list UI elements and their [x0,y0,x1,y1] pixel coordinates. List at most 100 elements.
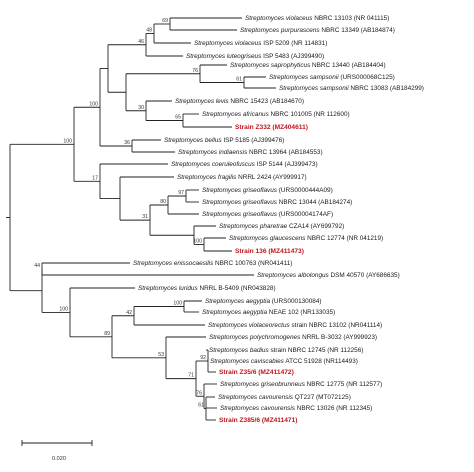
bootstrap-value: 92 [200,355,206,361]
taxon-label: Streptomyces caviscabies ATCC 51928 (NR1… [210,358,358,365]
taxon-strain-accession: NRRL B-3032 (AY999923) [300,334,377,341]
taxon-strain-accession: (URS000130084) [270,298,322,305]
bootstrap-value: 31 [142,214,148,220]
taxon-strain-accession: NBRC 13026 (NR 112345) [295,405,372,412]
taxon-species-name: Streptomyces sampsonii [279,85,349,92]
bootstrap-value: 76 [192,68,198,74]
bootstrap-value: 69 [162,18,168,24]
taxon-species-name: Streptomyces luteogriseus [186,53,262,60]
bootstrap-value: 100 [173,301,182,307]
taxon-species-name: Streptomyces aegyptia [205,298,270,305]
taxon-species-name: Streptomyces luridus [138,285,198,292]
bootstrap-value: 46 [138,39,144,45]
isolate-strain-label: Strain Z385/6 (MZ411471) [219,417,297,424]
taxon-species-name: Streptomyces albolongus [257,272,330,279]
taxon-species-name: Streptomyces africanus [202,111,270,118]
taxon-strain-accession: (URS00004174AF) [277,211,333,218]
taxon-strain-accession: ISP 5185 (AJ399476) [222,137,285,144]
taxon-species-name: Streptomyces sampsonii [269,74,339,81]
taxon-label: Streptomyces griseobrunneus NBRC 12775 (… [220,381,382,388]
taxon-label: Streptomyces griseoflavus NBRC 13044 (AB… [202,199,352,206]
bootstrap-value: 71 [188,373,194,379]
taxon-label: Streptomyces polychromogenes NRRL B-3032… [209,334,377,341]
taxon-strain-accession: NBRC 13044 (AB184274) [277,199,352,206]
taxon-strain-accession: strain NBRC 13102 (NR041114) [290,322,382,329]
taxon-species-name: Streptomyces caviscabies [210,358,285,365]
isolate-strain-label: Strain Z332 (MZ404611) [235,124,308,131]
bootstrap-value: 44 [34,263,40,269]
taxon-species-name: Streptomyces badius [209,347,269,354]
bootstrap-value: 97 [178,190,184,196]
taxon-strain-accession: NBRC 13083 (AB184299) [349,85,424,92]
taxon-strain-accession: NBRC 13349 (AB184874) [320,27,395,34]
taxon-label: Streptomyces coeruleofuscus ISP 5144 (AJ… [171,161,318,168]
taxon-species-name: Streptomyces cavourensis [220,405,296,412]
taxon-species-name: Streptomyces violaceus [194,40,262,47]
taxon-label: Streptomyces sampsonii NBRC 13083 (AB184… [279,85,424,92]
taxon-strain-accession: NBRC 101005 (NR 112600) [269,111,350,118]
tree-branches [6,17,276,421]
taxon-strain-accession: NRRL 2424 (AY999917) [236,174,306,181]
taxon-label: Streptomyces glaucescens NBRC 12774 (NR … [229,235,383,242]
taxon-strain-accession: NBRC 15423 (AB184670) [229,98,304,105]
taxon-strain-accession: NBRC 100763 (NR041411) [213,260,292,267]
taxon-species-name: Streptomyces violaceorectus [208,322,290,329]
taxon-label: Streptomyces levis NBRC 15423 (AB184670) [175,98,304,105]
bootstrap-value: 89 [104,331,110,337]
bootstrap-value: 100 [63,138,72,144]
taxon-species-name: Streptomyces indiaensis [178,149,248,156]
taxon-species-name: Streptomyces purpurascens [240,27,320,34]
taxon-strain-accession: NBRC 13440 (AB184404) [310,62,385,69]
taxon-strain-accession: NBRC 12775 (NR 112577) [305,381,382,388]
isolate-strain-label: Strain Z35/6 (MZ411472) [219,369,294,376]
taxon-species-name: Streptomyces fragilis [177,174,237,181]
taxon-label: Streptomyces violaceorectus strain NBRC … [208,322,382,329]
bootstrap-value: 76 [196,390,202,396]
bootstrap-value: 100 [59,306,68,312]
taxon-strain-accession: (URS000068C125) [339,74,395,81]
bootstrap-value: 61 [236,77,242,83]
scale-bar: 0.020 [21,440,93,462]
taxon-strain-accession: ISP 5144 (AJ399473) [255,161,318,168]
taxon-species-name: Streptomyces griseoflavus [202,199,278,206]
taxon-label: Streptomyces badius strain NBRC 12745 (N… [209,347,363,354]
taxon-species-name: Streptomyces glaucescens [229,235,306,242]
taxon-labels: Streptomyces violaceus NBRC 13103 (NR 04… [133,15,424,424]
bootstrap-value: 42 [126,310,132,316]
taxon-label: Streptomyces cavourensis QT227 (MT072125… [218,394,351,401]
taxon-species-name: Streptomyces violaceus [245,15,313,22]
taxon-label: Streptomyces indiaensis NBRC 13964 (AB18… [178,149,323,156]
taxon-label: Streptomyces violaceus NBRC 13103 (NR 04… [245,15,389,22]
taxon-species-name: Streptomyces polychromogenes [209,334,301,341]
taxon-species-name: Streptomyces pharetrae [219,223,288,230]
taxon-species-name: Streptomyces cavourensis [218,394,294,401]
taxon-species-name: Streptomyces griseoflavus [202,211,278,218]
taxon-label: Streptomyces luridus NRRL B-5409 (NR0438… [138,285,276,292]
taxon-label: Streptomyces saprophyticus NBRC 13440 (A… [230,62,386,69]
taxon-strain-accession: NBRC 12774 (NR 041219) [305,235,383,242]
bootstrap-value: 53 [158,352,164,358]
taxon-strain-accession: ATCC 51928 (NR114493) [284,358,358,365]
taxon-strain-accession: DSM 40570 (AY686635) [329,272,400,279]
taxon-label: Streptomyces africanus NBRC 101005 (NR 1… [202,111,350,118]
taxon-species-name: Streptomyces griseobrunneus [220,381,306,388]
taxon-species-name: Streptomyces enissocaesilis [133,260,214,267]
bootstrap-value: 61 [198,403,204,409]
taxon-strain-accession: strain NBRC 12745 (NR 112256) [269,347,364,354]
taxon-strain-accession: CZA14 (AY699792) [287,223,344,230]
bootstrap-value: 48 [146,28,152,34]
taxon-label: Streptomyces cavourensis NBRC 13026 (NR … [220,405,372,412]
taxon-label: Streptomyces griseoflavus (URS0000444A09… [202,187,333,194]
bootstrap-value: 65 [175,115,181,121]
bootstrap-value: 17 [92,175,98,181]
taxon-species-name: Streptomyces aegyptia [202,309,267,316]
bootstrap-value: 30 [138,105,144,111]
taxon-species-name: Streptomyces levis [175,98,229,105]
scale-bar-label: 0.020 [52,456,66,462]
taxon-label: Streptomyces bellus ISP 5185 (AJ399476) [164,137,284,144]
taxon-strain-accession: QT227 (MT072125) [293,394,351,401]
taxon-label: Streptomyces fragilis NRRL 2424 (AY99991… [177,174,307,181]
taxon-label: Streptomyces luteogriseus ISP 5483 (AJ39… [186,53,324,60]
taxon-label: Streptomyces albolongus DSM 40570 (AY686… [257,272,400,279]
